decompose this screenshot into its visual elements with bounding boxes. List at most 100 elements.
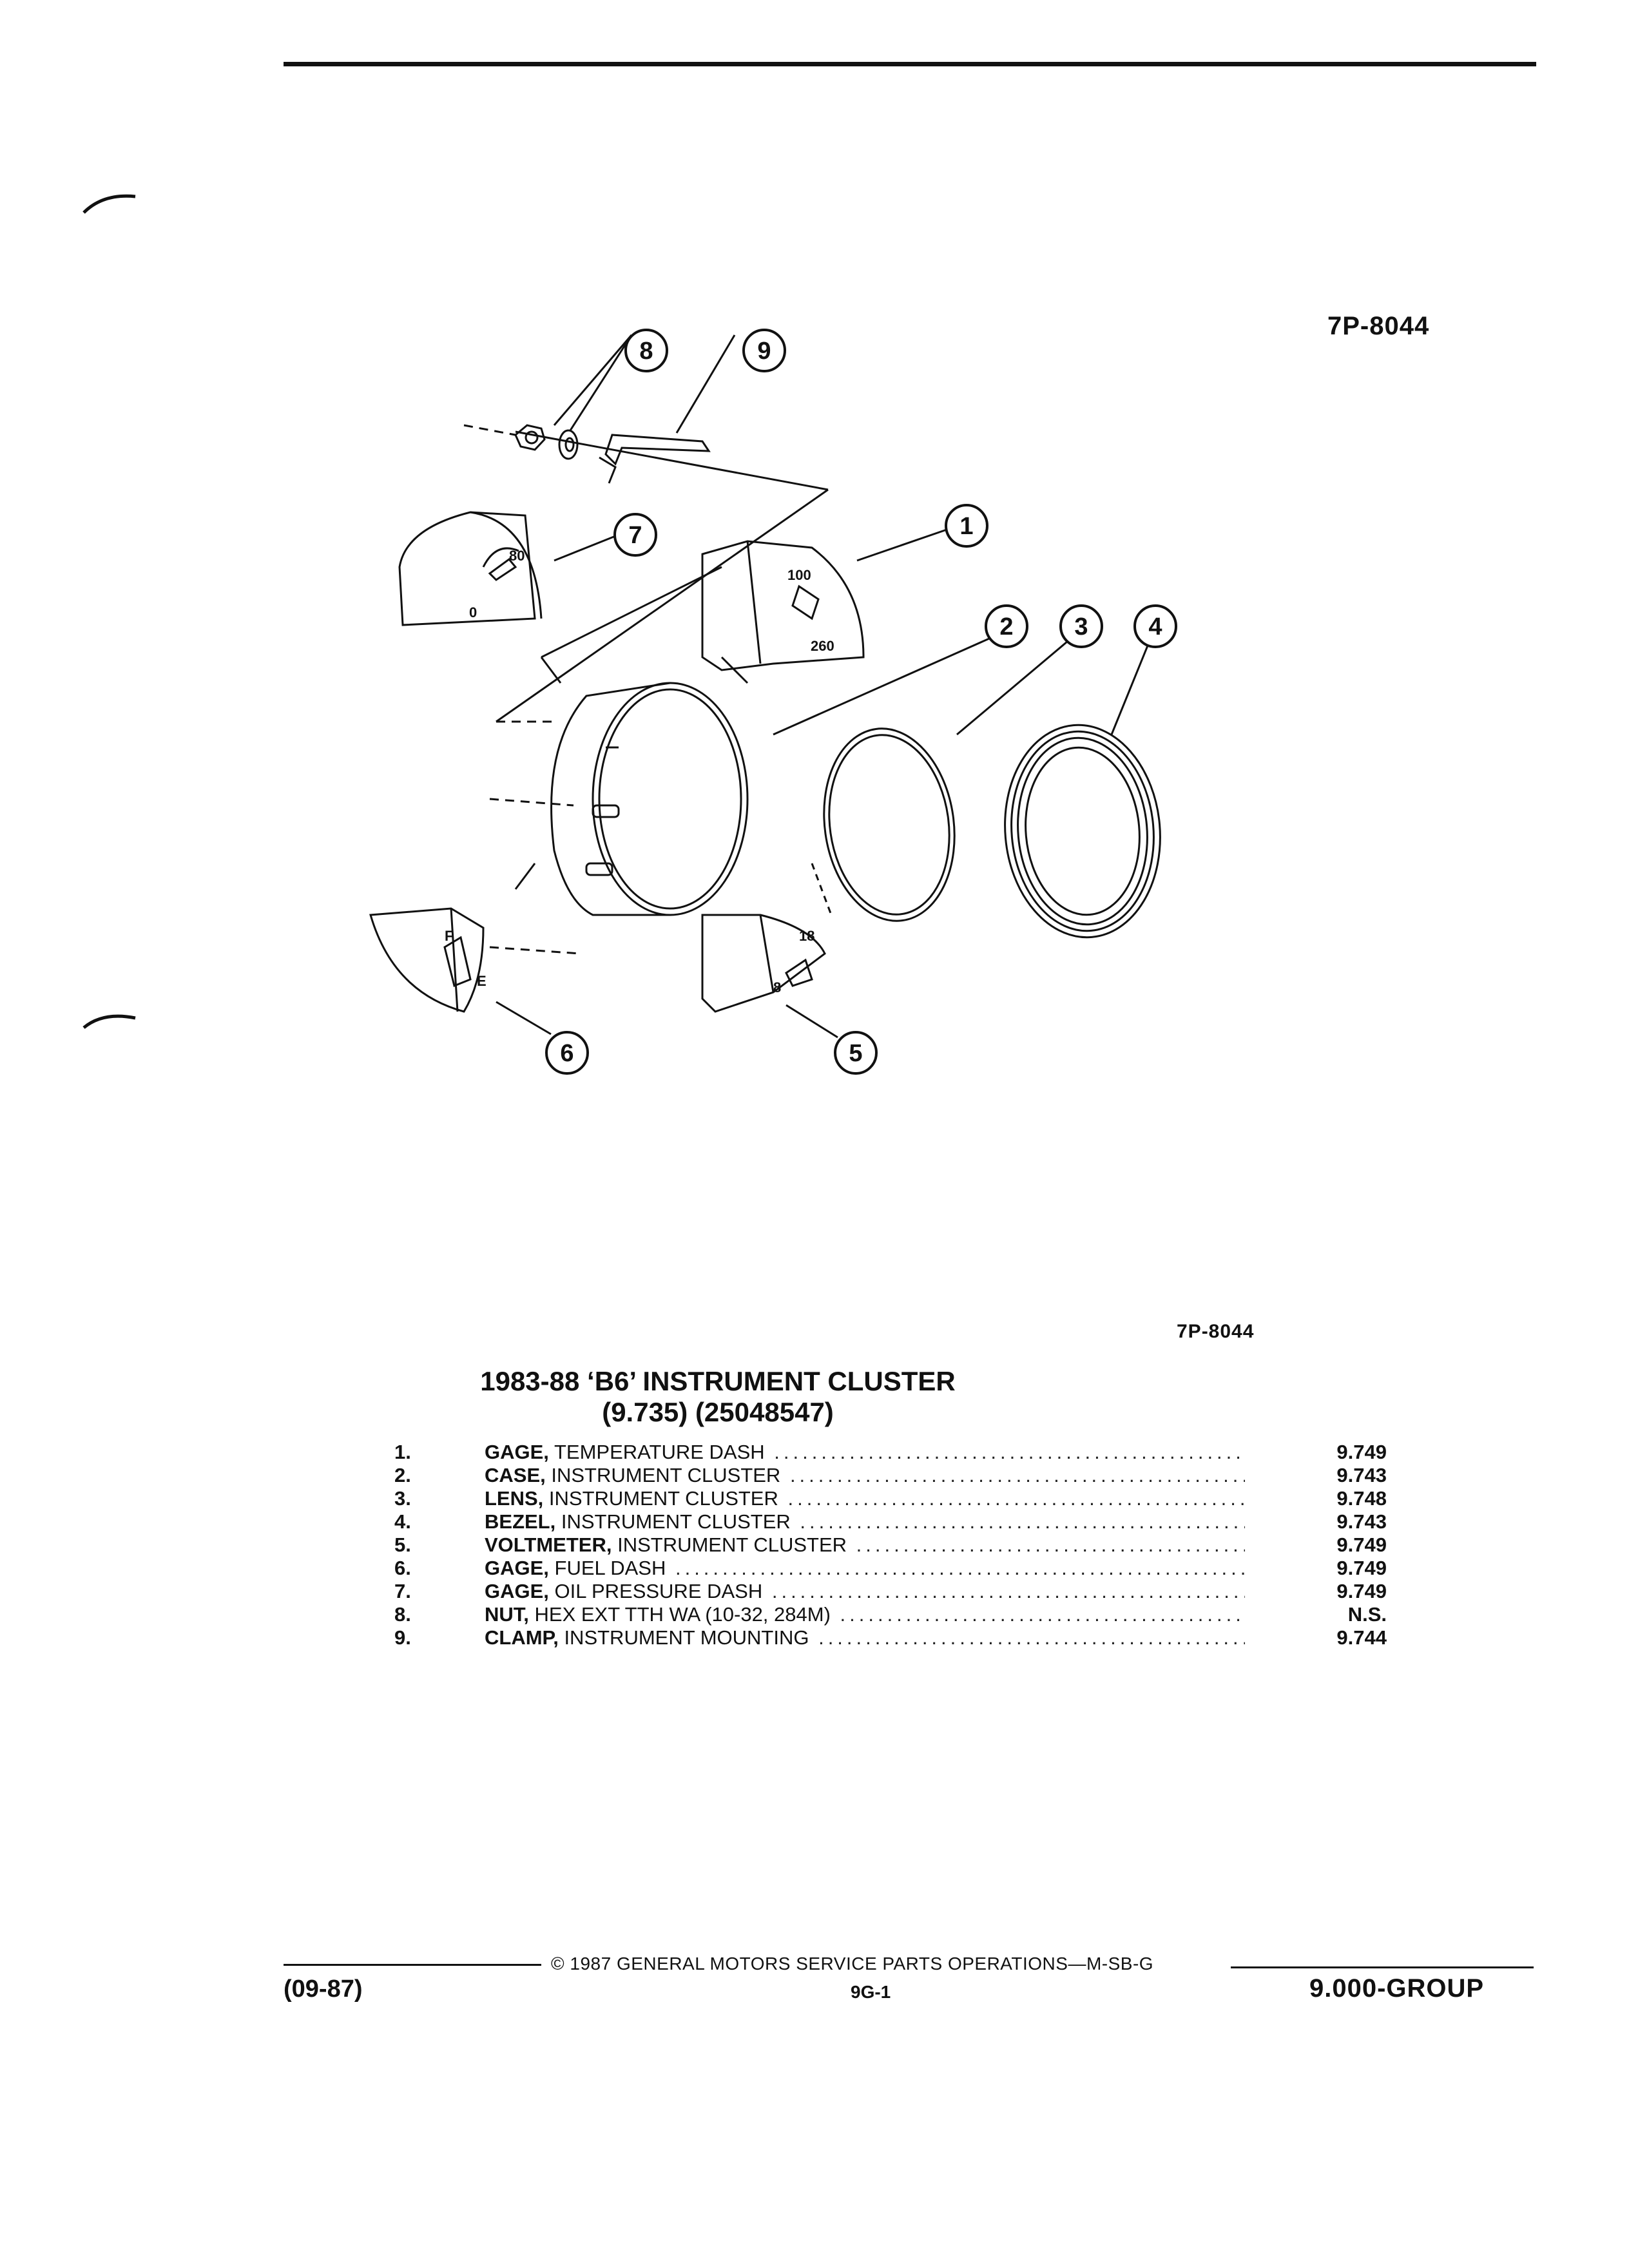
parts-list-item: 6. GAGE, FUEL DASH ......................… bbox=[394, 1557, 1387, 1580]
leader-dots: ........................................… bbox=[840, 1603, 1245, 1626]
margin-mark-icon bbox=[82, 194, 136, 214]
svg-text:2: 2 bbox=[999, 613, 1013, 640]
part-detail: INSTRUMENT CLUSTER bbox=[555, 1510, 791, 1533]
temp-label-high: 100 bbox=[787, 567, 811, 583]
svg-text:4: 4 bbox=[1148, 613, 1162, 640]
part-group: 9.749 bbox=[1336, 1557, 1387, 1579]
parts-list-item: 8. NUT, HEX EXT TTH WA (10-32, 284M) ....… bbox=[394, 1603, 1387, 1626]
leader-dots: ........................................… bbox=[666, 1557, 1245, 1579]
part-detail: OIL PRESSURE DASH bbox=[548, 1580, 763, 1602]
leader-dots: ........................................… bbox=[800, 1510, 1245, 1533]
callout-8: 8 bbox=[624, 329, 668, 372]
margin-mark-icon bbox=[82, 1014, 136, 1029]
parts-list-item: 4. BEZEL, INSTRUMENT CLUSTER ............… bbox=[394, 1510, 1387, 1533]
part-name: GAGE, bbox=[485, 1441, 549, 1463]
part-description: LENS, INSTRUMENT CLUSTER ...............… bbox=[485, 1487, 1245, 1510]
part-group: 9.749 bbox=[1336, 1533, 1387, 1556]
parts-list-item: 9. CLAMP, INSTRUMENT MOUNTING ...........… bbox=[394, 1626, 1387, 1649]
part-group: 9.748 bbox=[1336, 1487, 1387, 1510]
part-description: GAGE, TEMPERATURE DASH .................… bbox=[485, 1441, 1245, 1464]
part-detail: TEMPERATURE DASH bbox=[548, 1441, 765, 1463]
part-name: GAGE, bbox=[485, 1557, 549, 1579]
parts-list-item: 7. GAGE, OIL PRESSURE DASH ..............… bbox=[394, 1580, 1387, 1603]
part-number: 4. bbox=[394, 1510, 411, 1533]
part-description: CLAMP, INSTRUMENT MOUNTING .............… bbox=[485, 1626, 1245, 1649]
footer-rule-left bbox=[284, 1964, 541, 1966]
part-description: CASE, INSTRUMENT CLUSTER ...............… bbox=[485, 1464, 1245, 1487]
part-number: 7. bbox=[394, 1580, 411, 1602]
leader-dots: ........................................… bbox=[789, 1464, 1245, 1486]
callout-7: 7 bbox=[613, 513, 657, 557]
svg-text:7: 7 bbox=[628, 522, 642, 549]
part-group: 9.749 bbox=[1336, 1580, 1387, 1602]
parts-list-item: 1. GAGE, TEMPERATURE DASH ...............… bbox=[394, 1441, 1387, 1464]
part-description: GAGE, OIL PRESSURE DASH ................… bbox=[485, 1580, 1245, 1603]
leader-dots: ........................................… bbox=[787, 1487, 1245, 1510]
leader-dots: ........................................… bbox=[856, 1533, 1245, 1556]
date-code: (09-87) bbox=[284, 1975, 363, 2003]
parts-list-item: 2. CASE, INSTRUMENT CLUSTER .............… bbox=[394, 1464, 1387, 1487]
callout-9: 9 bbox=[742, 329, 786, 372]
part-name: LENS, bbox=[485, 1487, 544, 1510]
part-description: NUT, HEX EXT TTH WA (10-32, 284M) ......… bbox=[485, 1603, 1245, 1626]
callout-1: 1 bbox=[945, 504, 988, 548]
svg-text:3: 3 bbox=[1074, 613, 1088, 640]
callout-5: 5 bbox=[834, 1031, 878, 1075]
parts-list-item: 5. VOLTMETER, INSTRUMENT CLUSTER ........… bbox=[394, 1533, 1387, 1557]
leader-dots: ........................................… bbox=[774, 1441, 1245, 1463]
part-number: 8. bbox=[394, 1603, 411, 1626]
svg-text:6: 6 bbox=[560, 1040, 574, 1067]
part-description: BEZEL, INSTRUMENT CLUSTER ..............… bbox=[485, 1510, 1245, 1533]
leader-dots: ........................................… bbox=[771, 1580, 1245, 1602]
part-detail: HEX EXT TTH WA (10-32, 284M) bbox=[528, 1603, 831, 1626]
parts-list-item: 3. LENS, INSTRUMENT CLUSTER .............… bbox=[394, 1487, 1387, 1510]
oil-label-low: 0 bbox=[469, 604, 477, 620]
part-number: 9. bbox=[394, 1626, 411, 1649]
leader-dots: ........................................… bbox=[818, 1626, 1245, 1649]
group-code: 9.000-GROUP bbox=[1309, 1974, 1485, 2003]
callout-6: 6 bbox=[545, 1031, 589, 1075]
fuel-label-empty: E bbox=[477, 973, 487, 989]
part-number: 5. bbox=[394, 1533, 411, 1556]
figure-subtitle: (9.735) (25048547) bbox=[602, 1397, 834, 1427]
part-detail: FUEL DASH bbox=[548, 1557, 666, 1579]
volt-label-low: 8 bbox=[773, 979, 781, 995]
callout-3: 3 bbox=[1059, 604, 1103, 648]
copyright: © 1987 GENERAL MOTORS SERVICE PARTS OPER… bbox=[551, 1954, 1154, 1974]
part-name: VOLTMETER, bbox=[485, 1533, 612, 1556]
svg-text:1: 1 bbox=[959, 513, 973, 540]
parts-list: 1. GAGE, TEMPERATURE DASH ...............… bbox=[394, 1441, 1387, 1649]
top-rule bbox=[284, 62, 1536, 66]
callout-4: 4 bbox=[1133, 604, 1177, 648]
part-group: 9.744 bbox=[1336, 1626, 1387, 1649]
part-name: CASE, bbox=[485, 1464, 546, 1486]
part-number: 1. bbox=[394, 1441, 411, 1463]
svg-text:8: 8 bbox=[639, 338, 653, 365]
callout-2: 2 bbox=[985, 604, 1028, 648]
figure-title: 1983-88 ‘B6’ INSTRUMENT CLUSTER bbox=[480, 1366, 956, 1396]
figure-code-top: 7P-8044 bbox=[1327, 312, 1430, 340]
part-number: 6. bbox=[394, 1557, 411, 1579]
part-detail: INSTRUMENT MOUNTING bbox=[558, 1626, 809, 1649]
part-name: GAGE, bbox=[485, 1580, 549, 1602]
exploded-diagram: 8 9 7 1 2 3 4 6 5 100 260 80 0 F E 18 8 bbox=[369, 329, 1177, 1075]
oil-label-high: 80 bbox=[509, 548, 525, 564]
nut-part bbox=[514, 424, 546, 451]
footer-rule-right bbox=[1231, 1966, 1534, 1968]
part-group: 9.749 bbox=[1336, 1441, 1387, 1463]
part-name: NUT, bbox=[485, 1603, 529, 1626]
part-description: VOLTMETER, INSTRUMENT CLUSTER ..........… bbox=[485, 1533, 1245, 1557]
svg-text:5: 5 bbox=[849, 1040, 862, 1067]
figure-code-bottom: 7P-8044 bbox=[1177, 1321, 1255, 1342]
part-group: 9.743 bbox=[1336, 1510, 1387, 1533]
page-number: 9G-1 bbox=[851, 1982, 891, 2002]
part-number: 3. bbox=[394, 1487, 411, 1510]
part-detail: INSTRUMENT CLUSTER bbox=[612, 1533, 847, 1556]
part-group: N.S. bbox=[1347, 1603, 1387, 1626]
temp-label-low: 260 bbox=[811, 638, 834, 654]
part-detail: INSTRUMENT CLUSTER bbox=[543, 1487, 778, 1510]
part-number: 2. bbox=[394, 1464, 411, 1486]
part-detail: INSTRUMENT CLUSTER bbox=[545, 1464, 781, 1486]
fuel-label-full: F bbox=[445, 928, 453, 944]
volt-label-high: 18 bbox=[799, 928, 815, 944]
